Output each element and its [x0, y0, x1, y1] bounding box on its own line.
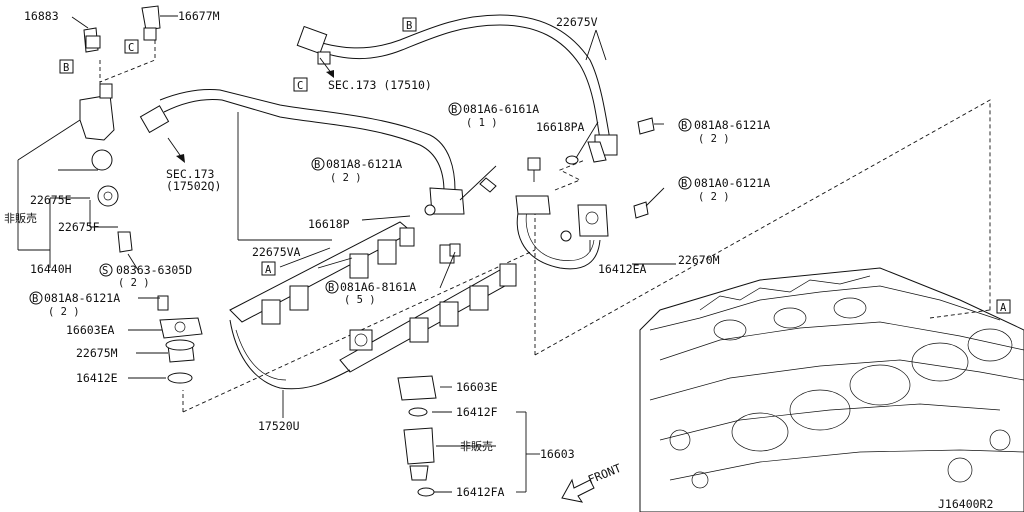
ref-box-B-top: B [402, 17, 417, 32]
label-16412E: 16412E [76, 371, 118, 385]
label-081A8-6121A-top: 081A8-6121A [694, 118, 770, 132]
leader-lines-left [17, 119, 139, 271]
label-qty-2-a0: ( 2 ) [698, 191, 730, 203]
svg-text:B: B [314, 159, 320, 171]
label-16618PA: 16618PA [536, 120, 585, 134]
injector-assembly [397, 375, 437, 497]
tube-17520U [229, 319, 351, 418]
label-16440H: 16440H [30, 262, 72, 276]
sensor-16677M [141, 5, 178, 41]
label-081A8-6121A-mid: 081A8-6121A [326, 157, 402, 171]
label-22675F: 22675F [58, 220, 100, 234]
svg-text:B: B [328, 282, 334, 294]
svg-text:A: A [265, 264, 272, 276]
label-hihanbai-left: 非販売 [4, 212, 37, 225]
svg-text:B: B [406, 20, 412, 32]
label-22675E: 22675E [30, 193, 72, 207]
label-sec173: SEC.173 [166, 167, 215, 181]
ref-box-C-left: C [124, 39, 139, 54]
label-22675M: 22675M [76, 346, 118, 360]
label-qty-1: ( 1 ) [466, 117, 498, 129]
fuel-rail [229, 221, 517, 373]
bolts [449, 117, 655, 257]
svg-text:B: B [451, 104, 457, 116]
label-08363-6305D: 08363-6305D [116, 263, 192, 277]
label-qty-2-low: ( 2 ) [48, 306, 80, 318]
ref-box-C-mid: C [293, 77, 308, 92]
svg-text:B: B [681, 120, 687, 132]
leader-lines-right [237, 29, 676, 493]
hose-22675V [296, 14, 618, 163]
label-16677M: 16677M [178, 9, 220, 23]
sec-arrows [167, 57, 334, 163]
svg-text:A: A [1000, 302, 1007, 314]
label-17520U: 17520U [258, 419, 300, 433]
ref-box-A-left: A [261, 261, 276, 276]
label-081A8-6121A-low: 081A8-6121A [44, 291, 120, 305]
bracket-assembly [79, 83, 133, 253]
label-17502Q: (17502Q) [166, 179, 221, 193]
label-sec173-17510: SEC.173 (17510) [328, 78, 432, 92]
svg-text:B: B [32, 293, 38, 305]
label-081A0-6121A: 081A0-6121A [694, 176, 770, 190]
label-22670M: 22670M [678, 253, 720, 267]
label-16618P: 16618P [308, 217, 350, 231]
label-16412F: 16412F [456, 405, 498, 419]
label-qty-2-top: ( 2 ) [698, 133, 730, 145]
label-hihanbai-right: 非販売 [460, 440, 493, 453]
label-16603E: 16603E [456, 380, 498, 394]
label-16412EA: 16412EA [598, 262, 647, 276]
label-qty-5: ( 5 ) [344, 294, 376, 306]
hose-22675VA [139, 89, 465, 216]
labels: 16883 16677M 22675V SEC.173 (17510) 081A… [4, 9, 993, 511]
label-22675VA: 22675VA [252, 245, 301, 259]
label-22675V: 22675V [556, 15, 598, 29]
label-16603: 16603 [540, 447, 575, 461]
label-081A6-6161A: 081A6-6161A [463, 102, 539, 116]
svg-text:C: C [297, 80, 303, 92]
label-qty-2-s: ( 2 ) [118, 277, 150, 289]
label-16412FA: 16412FA [456, 485, 505, 499]
svg-text:B: B [63, 62, 69, 74]
lower-left-parts [128, 295, 203, 384]
tube-22670M [515, 195, 609, 270]
front-arrow-icon [561, 478, 595, 503]
sensor-16883 [71, 16, 101, 53]
reference-lines [99, 40, 991, 413]
svg-text:B: B [681, 178, 687, 190]
engine-block [639, 267, 1024, 512]
label-qty-2-mid: ( 2 ) [330, 172, 362, 184]
bolt-symbols: B B B B S B B [29, 102, 692, 305]
ref-box-A-right: A [996, 299, 1011, 314]
diagram-code: J16400R2 [938, 497, 993, 511]
ref-box-B-left: B [59, 59, 74, 74]
label-16883: 16883 [24, 9, 59, 23]
label-16603EA: 16603EA [66, 323, 115, 337]
svg-text:S: S [102, 265, 108, 277]
label-front: FRONT [586, 461, 623, 487]
label-081A6-8161A: 081A6-8161A [340, 280, 416, 294]
svg-text:C: C [128, 42, 134, 54]
